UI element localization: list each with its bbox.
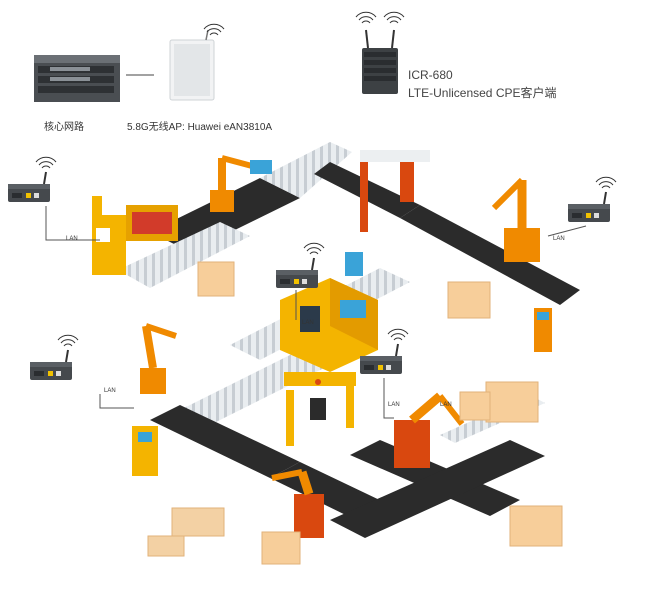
- lan-label: LAN: [104, 388, 116, 394]
- lan-label: LAN: [66, 236, 78, 242]
- gantry-station: [284, 372, 356, 446]
- cpe-desc-label: LTE-Unlicensed CPE客户端: [408, 86, 557, 100]
- cpe-router-left-mid: [30, 335, 78, 380]
- lte-cpe-router-icon: [355, 11, 405, 94]
- center-inspection-machine: [280, 252, 378, 372]
- wireless-ap-icon: [169, 23, 225, 101]
- left-packing-machine: [92, 196, 178, 275]
- lan-label: LAN: [388, 402, 400, 408]
- cpe-router-right-top: [568, 177, 616, 222]
- cardboard-boxes: [147, 261, 563, 565]
- lan-links: [45, 206, 587, 419]
- core-network-label: 核心网路: [44, 122, 84, 133]
- control-terminals: [132, 308, 552, 476]
- cpe-model-label: ICR-680: [408, 68, 453, 82]
- robot-arms: [140, 155, 540, 538]
- cpe-router-center: [276, 243, 324, 288]
- top-gantry: [360, 150, 430, 232]
- lan-label: LAN: [553, 236, 565, 242]
- cpe-router-left-top: [8, 157, 56, 202]
- core-network-server-icon: [34, 55, 120, 102]
- lan-label: LAN: [302, 320, 314, 326]
- ap-label: 5.8G无线AP: Huawei eAN3810A: [127, 122, 273, 133]
- lan-label: LAN: [440, 402, 452, 408]
